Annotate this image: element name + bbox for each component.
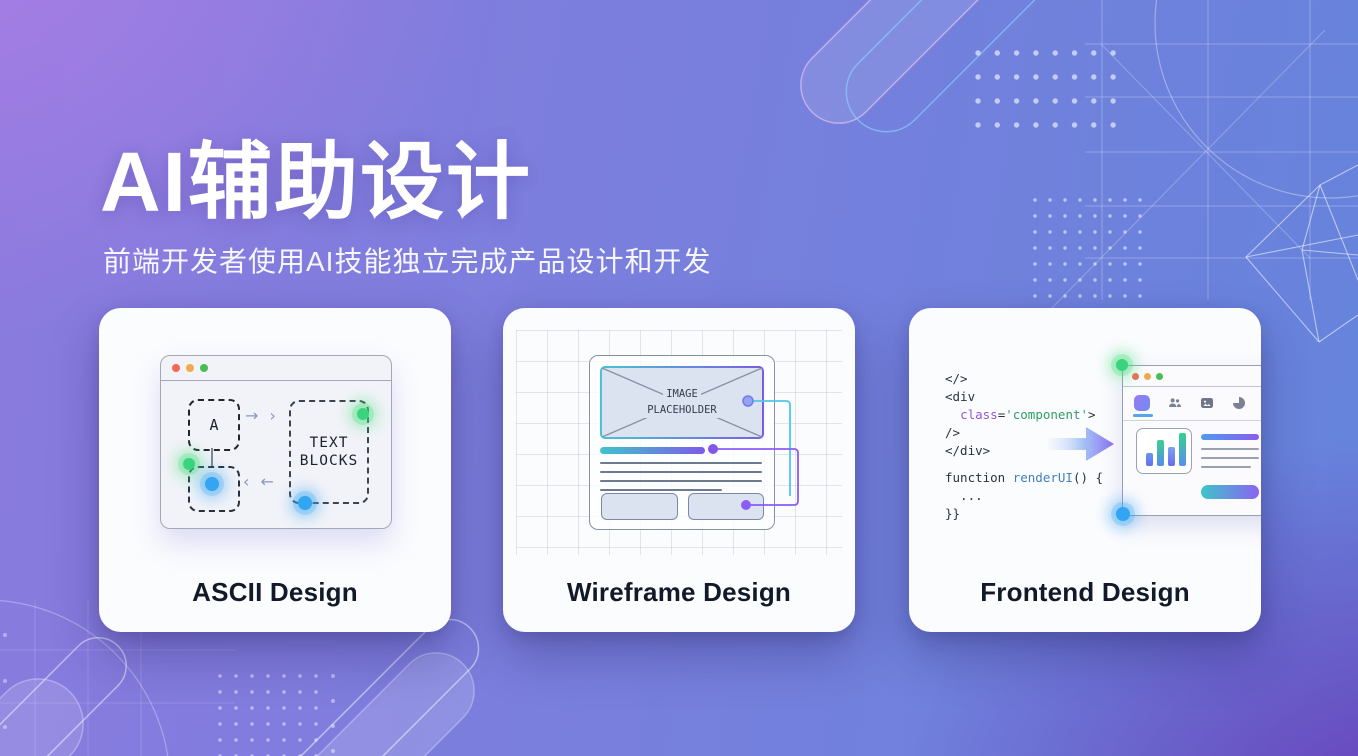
gradient-pill-button	[1201, 485, 1259, 499]
code-line: </>	[945, 371, 968, 386]
arrow-left-glyph: ‹ ←	[243, 472, 277, 491]
dots-left-col	[3, 633, 7, 729]
ascii-box-a: A	[188, 399, 240, 451]
capsule-top-filled	[800, 0, 1192, 124]
close-icon	[1132, 372, 1139, 380]
code-line: />	[945, 425, 961, 440]
button-placeholder	[688, 493, 764, 520]
dots-top-right-small	[1033, 198, 1142, 298]
chart-bar	[1168, 447, 1175, 466]
card-title: Wireframe Design	[566, 577, 792, 607]
anchor-dot-purple	[741, 500, 751, 510]
code-line: function renderUI() {	[945, 470, 1104, 485]
capsule-bottom-left-filled	[0, 678, 84, 756]
code-line: <div	[945, 389, 976, 404]
annotation-connectors	[708, 395, 799, 510]
maximize-icon	[200, 364, 208, 372]
chart-bar	[1179, 433, 1186, 466]
code-line: class='component'>	[960, 407, 1096, 422]
ascii-box-small	[188, 466, 240, 512]
maximize-icon	[1156, 372, 1163, 380]
bar-chart-card	[1136, 428, 1192, 474]
dots-bottom-middle	[218, 674, 318, 756]
users-icon	[1169, 398, 1181, 407]
gradient-heading-line	[1201, 434, 1259, 440]
minimize-icon	[186, 364, 194, 372]
app-window-mockup	[1122, 365, 1261, 516]
arrow-right-glyph: → ›	[245, 406, 279, 425]
pie-chart-icon	[1233, 397, 1245, 409]
image-icon	[1201, 398, 1213, 408]
browser-window-mockup: A → › ‹ ← TEXT BLOCKS	[160, 355, 392, 529]
component-tab-icon	[1134, 395, 1150, 411]
text-line	[600, 489, 722, 491]
window-titlebar	[161, 356, 391, 381]
grid-top-right	[1039, 0, 1358, 321]
card-ascii-design[interactable]: A → › ‹ ← TEXT BLOCKS ASCII Design	[99, 308, 451, 632]
crystal-wireframe	[1245, 164, 1358, 343]
code-block: </> <div class='component'> /> </div> functi…	[945, 370, 1103, 523]
wireframe-page-mockup: IMAGE PLACEHOLDER	[589, 355, 775, 530]
card-wireframe-design[interactable]: IMAGE PLACEHOLDER Wireframe Design	[503, 308, 855, 632]
blue-node-dot	[205, 477, 219, 491]
chart-bar	[1146, 453, 1153, 466]
ascii-diagram: A → › ‹ ← TEXT BLOCKS	[161, 381, 391, 528]
page-title: AI辅助设计	[100, 135, 533, 230]
chart-bar	[1157, 440, 1164, 466]
minimize-icon	[1144, 372, 1151, 380]
dots-bottom-col	[331, 674, 335, 753]
anchor-dot-blue	[742, 395, 754, 407]
image-placeholder: IMAGE PLACEHOLDER	[600, 366, 764, 439]
button-placeholder	[601, 493, 678, 520]
blue-node-dot	[1116, 507, 1130, 521]
text-line	[600, 462, 762, 464]
ascii-text-blocks-box: TEXT BLOCKS	[289, 400, 369, 504]
green-node-dot	[1116, 359, 1128, 371]
close-icon	[172, 364, 180, 372]
blue-node-dot	[298, 496, 312, 510]
capsule-bottom-mid-filled	[217, 652, 475, 756]
gradient-progress-bar	[600, 447, 705, 454]
capsule-top-outline	[845, 0, 1239, 133]
placeholder-label: IMAGE PLACEHOLDER	[602, 368, 762, 437]
active-tab-underline	[1133, 414, 1153, 417]
text-line	[600, 480, 762, 482]
window-titlebar	[1123, 366, 1261, 387]
text-line	[600, 471, 762, 473]
text-line	[1201, 466, 1251, 468]
green-node-dot	[357, 408, 369, 420]
page-subtitle: 前端开发者使用AI技能独立完成产品设计和开发	[103, 246, 712, 277]
code-line: }}	[945, 506, 961, 521]
capsule-bottom-left-outline	[0, 637, 127, 756]
toolbar	[1123, 387, 1261, 421]
code-line: ...	[945, 488, 983, 503]
text-line	[1201, 448, 1259, 450]
connector-line	[211, 448, 213, 467]
card-title: ASCII Design	[192, 577, 358, 607]
card-title: Frontend Design	[980, 577, 1190, 607]
card-frontend-design[interactable]: </> <div class='component'> /> </div> functi…	[909, 308, 1261, 632]
anchor-dot-purple	[708, 444, 718, 454]
code-line: </div>	[945, 443, 991, 458]
green-node-dot	[183, 458, 195, 470]
dots-top-right-large	[975, 50, 1116, 128]
text-line	[1201, 457, 1259, 459]
transform-arrow	[1048, 427, 1114, 461]
arc-top-right	[1154, 0, 1358, 199]
